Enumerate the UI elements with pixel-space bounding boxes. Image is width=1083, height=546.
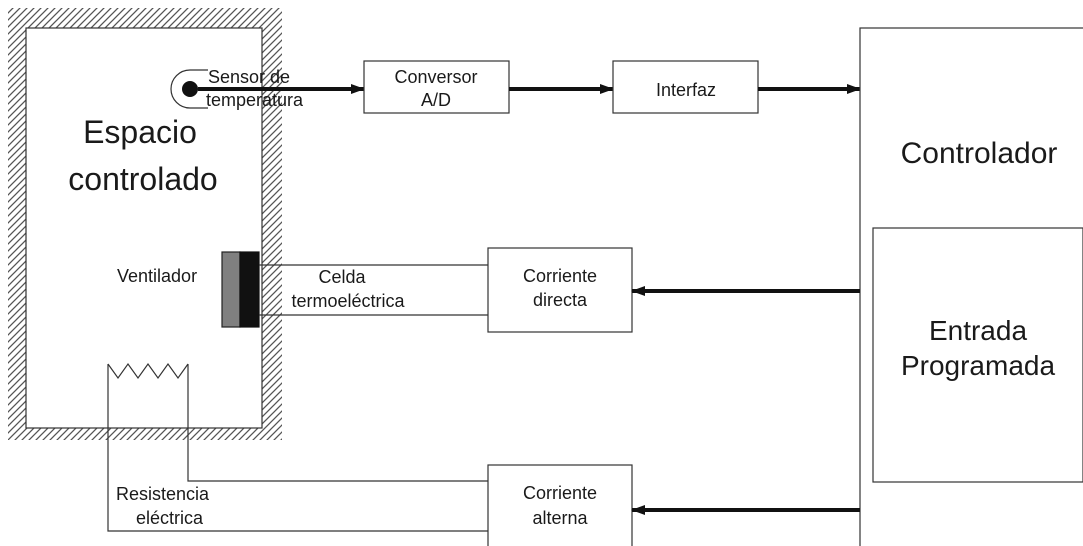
sensor-label-line2: temperatura xyxy=(206,90,304,110)
fan-black-block xyxy=(239,251,260,328)
dc-label-line1: Corriente xyxy=(523,266,597,286)
resistor-zigzag-icon xyxy=(107,362,189,380)
interface-label: Interfaz xyxy=(656,80,716,100)
interface-box xyxy=(612,60,759,114)
resistor-label-line2: eléctrica xyxy=(136,508,204,528)
ac-box xyxy=(487,464,633,546)
space-title-line1: Espacio xyxy=(83,114,197,150)
programmed-input-line2: Programada xyxy=(901,350,1056,381)
dc-box xyxy=(487,247,633,333)
programmed-input-line1: Entrada xyxy=(929,315,1027,346)
thermo-cell-label-line1: Celda xyxy=(318,267,366,287)
fan-label: Ventilador xyxy=(117,266,197,286)
resistor-wire-right xyxy=(187,364,488,482)
ac-label-line2: alterna xyxy=(532,508,588,528)
dc-label-line2: directa xyxy=(533,290,588,310)
sensor-label-line1: Sensor de xyxy=(208,67,290,87)
inner-space xyxy=(25,27,263,429)
sensor-dot-icon xyxy=(182,81,198,97)
controller-title: Controlador xyxy=(901,137,1058,170)
space-title-line2: controlado xyxy=(68,161,217,197)
fan-gray-block xyxy=(221,251,241,328)
controlled-space: Espacio controlado xyxy=(8,8,282,440)
programmed-input-box xyxy=(872,227,1083,483)
converter-label-line1: Conversor xyxy=(394,67,477,87)
converter-label-line2: A/D xyxy=(421,90,451,110)
temperature-sensor: Sensor de temperatura xyxy=(170,67,304,110)
resistor-label-line1: Resistencia xyxy=(116,484,210,504)
fan-assembly: Ventilador xyxy=(117,251,260,328)
converter-box xyxy=(363,60,510,114)
thermo-cell-label-line2: termoeléctrica xyxy=(291,291,405,311)
sensor-probe xyxy=(170,69,208,109)
resistor-wire-left xyxy=(107,364,488,532)
ac-label-line1: Corriente xyxy=(523,483,597,503)
